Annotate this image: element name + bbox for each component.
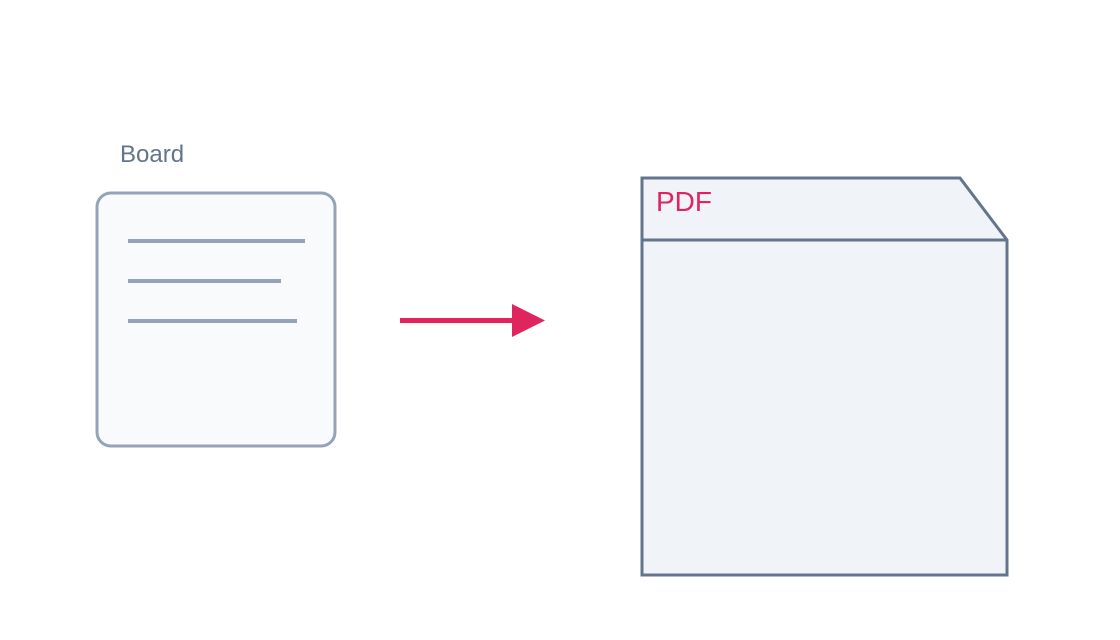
pdf-file-icon xyxy=(640,176,1009,577)
board-document-icon xyxy=(95,191,337,448)
pdf-file-body xyxy=(640,176,1009,577)
arrow-head xyxy=(512,304,545,337)
export-arrow-icon xyxy=(400,304,545,337)
pdf-label: PDF xyxy=(656,186,712,217)
board-label: Board xyxy=(120,141,185,168)
